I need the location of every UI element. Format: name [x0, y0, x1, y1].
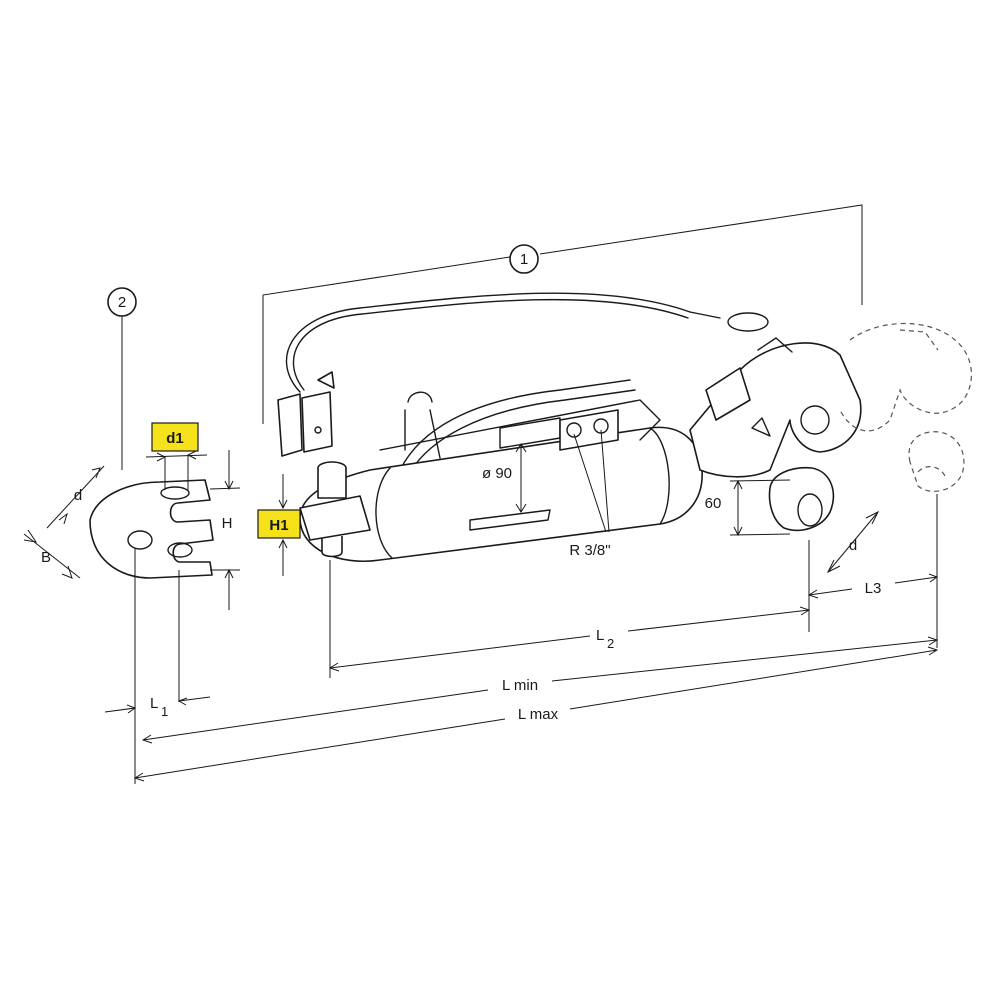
valve-block: [379, 399, 661, 451]
svg-text:L: L: [150, 695, 158, 712]
dimension-lmin: L min: [141, 636, 939, 744]
hydraulic-hoses: [399, 379, 636, 473]
dimension-h: H: [209, 450, 241, 610]
dimension-h1: H1: [257, 474, 301, 576]
dimension-l3: L3: [807, 573, 939, 599]
svg-text:L3: L3: [865, 580, 882, 597]
svg-text:2: 2: [118, 294, 126, 311]
svg-text:H1: H1: [269, 517, 288, 534]
svg-text:d: d: [849, 537, 857, 554]
svg-text:1: 1: [520, 251, 528, 268]
callout-2: 2: [107, 287, 137, 470]
safety-cable: [285, 292, 769, 393]
label-thread: R 3/8": [569, 429, 611, 559]
dimension-60: 60: [705, 479, 791, 537]
spring-clip: [277, 371, 335, 457]
dashed-ball: [908, 431, 965, 492]
dimension-l1: L 1: [104, 548, 211, 784]
svg-text:d1: d1: [166, 430, 184, 447]
svg-text:2: 2: [607, 636, 614, 651]
svg-text:d: d: [74, 487, 82, 504]
quick-release-hook: [689, 337, 862, 478]
dimension-lmax: L max: [133, 646, 939, 782]
svg-text:B: B: [41, 549, 51, 566]
svg-text:H: H: [222, 515, 233, 532]
svg-text:L: L: [596, 627, 604, 644]
cylinder-body: [299, 417, 703, 562]
dimension-d1: d1: [145, 422, 208, 490]
dimension-b: B: [23, 529, 81, 579]
svg-text:ø 90: ø 90: [482, 465, 512, 482]
alternate-hook-position: [839, 323, 972, 432]
dimension-d-clevis: d: [46, 465, 105, 529]
svg-text:1: 1: [161, 704, 168, 719]
clevis-part: [89, 479, 214, 579]
extension-lines: [329, 494, 938, 678]
pivot-pin: [299, 461, 371, 558]
assembly-bracket: [262, 204, 863, 424]
dimension-l2: L 2: [328, 606, 811, 672]
ball-joint: [768, 466, 835, 532]
svg-text:60: 60: [705, 495, 722, 512]
callout-1: 1: [509, 244, 539, 274]
dimension-d-ball: d: [826, 510, 880, 574]
label-diameter: ø 90: [482, 465, 512, 482]
svg-text:L max: L max: [518, 706, 559, 723]
svg-text:R 3/8": R 3/8": [569, 542, 610, 559]
svg-text:L min: L min: [502, 677, 538, 694]
